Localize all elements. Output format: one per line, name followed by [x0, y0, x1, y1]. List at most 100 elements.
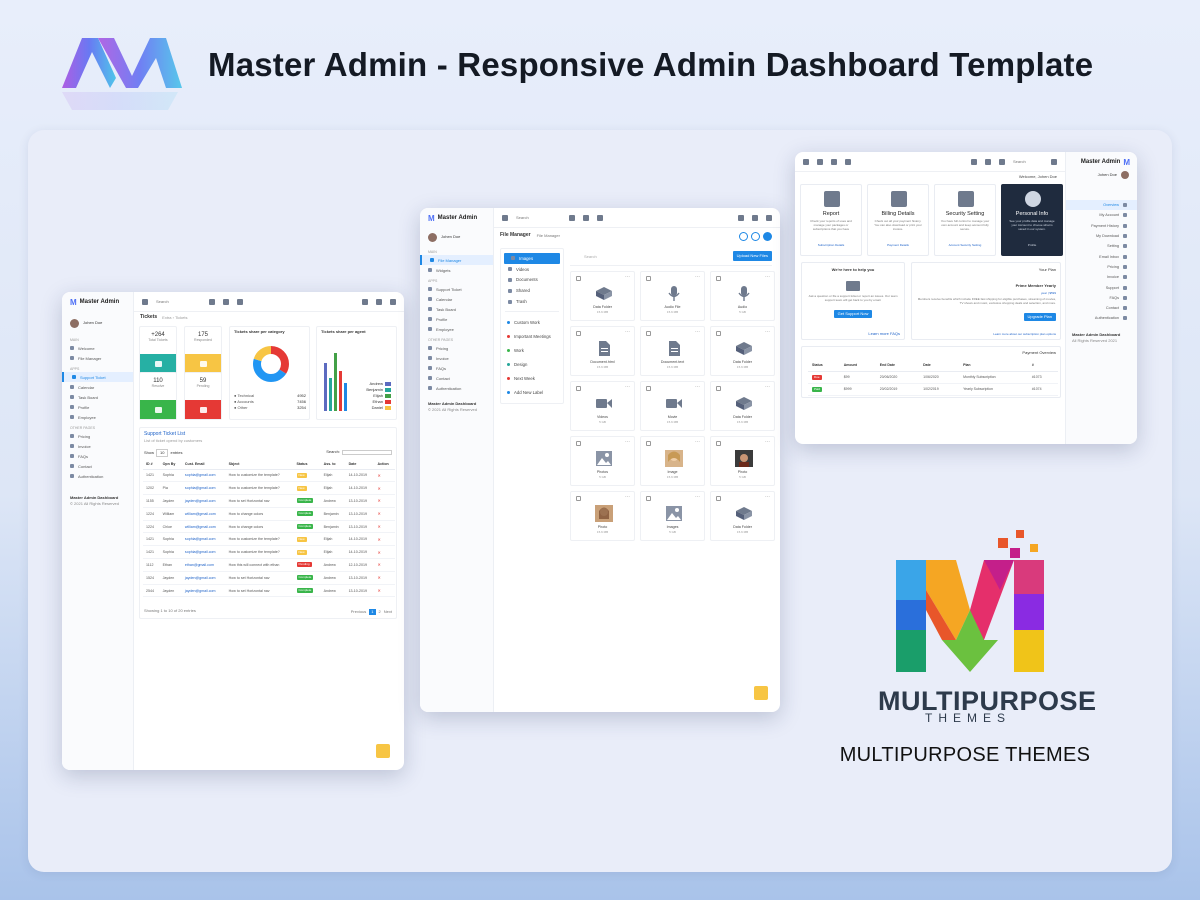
- sidebar-item-widgets[interactable]: Widgets: [420, 265, 493, 275]
- plan-options-link[interactable]: Learn more about our subscription plan o…: [993, 332, 1056, 336]
- folder-trash[interactable]: Trash: [501, 296, 563, 307]
- bell-icon[interactable]: [831, 158, 837, 165]
- sidebar-item-email-inbox[interactable]: Email Inbox: [1066, 251, 1137, 261]
- sidebar-item-invoice[interactable]: Invoice: [62, 441, 133, 451]
- file-checkbox[interactable]: [646, 276, 651, 281]
- more-options-icon[interactable]: ⋯: [765, 384, 770, 390]
- search-input[interactable]: Search: [156, 299, 169, 304]
- search-icon[interactable]: [569, 214, 575, 221]
- table-search-input[interactable]: [342, 449, 392, 455]
- more-options-icon[interactable]: ⋯: [765, 274, 770, 280]
- file-checkbox[interactable]: [576, 331, 581, 336]
- calendar-icon[interactable]: [223, 298, 229, 305]
- pagination-1[interactable]: 1: [369, 609, 376, 615]
- avatar[interactable]: [428, 232, 437, 242]
- breadcrumb[interactable]: Extra › Tickets: [162, 314, 188, 320]
- pagination-previous[interactable]: Previous: [350, 609, 367, 614]
- sidebar-item-setting[interactable]: Setting: [1066, 241, 1137, 251]
- more-options-icon[interactable]: ⋯: [765, 439, 770, 445]
- sidebar-item-overview[interactable]: Overview: [1066, 200, 1137, 211]
- sidebar-item-employee[interactable]: Employee: [62, 412, 133, 422]
- sidebar-item-welcome[interactable]: Welcome: [62, 343, 133, 353]
- sidebar-item-my-download[interactable]: My Download: [1066, 231, 1137, 241]
- more-options-icon[interactable]: ⋯: [695, 439, 700, 445]
- sidebar-item-pricing[interactable]: Pricing: [1066, 262, 1137, 272]
- upload-button[interactable]: Upload New Files: [732, 251, 772, 261]
- sidebar-item-my-account[interactable]: My Account: [1066, 210, 1137, 220]
- user-name[interactable]: Johen Doe: [83, 320, 103, 325]
- search-input[interactable]: Search: [516, 215, 529, 220]
- delete-icon[interactable]: ✕: [377, 575, 381, 581]
- file-checkbox[interactable]: [646, 496, 651, 501]
- more-options-icon[interactable]: ⋯: [695, 494, 700, 500]
- file-checkbox[interactable]: [576, 386, 581, 391]
- label-important-meetings[interactable]: Important Meetings: [501, 330, 563, 344]
- faqs-link[interactable]: Learn more FAQs: [868, 331, 900, 336]
- fullscreen-icon[interactable]: [845, 158, 851, 165]
- more-options-icon[interactable]: ⋯: [765, 329, 770, 335]
- mail-icon[interactable]: [597, 214, 603, 221]
- sidebar-item-support-ticket[interactable]: Support Ticket: [420, 284, 493, 294]
- sidebar-item-contact[interactable]: Contact: [62, 461, 133, 471]
- avatar[interactable]: [70, 318, 79, 328]
- sidebar-item-employee[interactable]: Employee: [420, 324, 493, 334]
- more-options-icon[interactable]: ⋯: [765, 494, 770, 500]
- sidebar-item-task-board[interactable]: Task Board: [62, 392, 133, 402]
- card-link[interactable]: Account Security Setting: [948, 243, 982, 247]
- settings-circle-icon[interactable]: [763, 232, 772, 241]
- list-circle-icon[interactable]: [751, 232, 760, 241]
- delete-icon[interactable]: ✕: [377, 536, 381, 542]
- more-options-icon[interactable]: ⋯: [695, 384, 700, 390]
- sidebar-item-faqs[interactable]: FAQs: [62, 451, 133, 461]
- user-name[interactable]: Johen Doe: [1097, 172, 1117, 177]
- more-options-icon[interactable]: ⋯: [695, 274, 700, 280]
- bell-icon[interactable]: [752, 214, 758, 221]
- file-checkbox[interactable]: [716, 441, 721, 446]
- sidebar-item-contact[interactable]: Contact: [420, 373, 493, 383]
- more-options-icon[interactable]: ⋯: [625, 439, 630, 445]
- menu-icon[interactable]: [1051, 158, 1057, 165]
- sidebar-item-calendar[interactable]: Calendar: [62, 382, 133, 392]
- sidebar-item-profile[interactable]: Profile: [62, 402, 133, 412]
- file-checkbox[interactable]: [576, 276, 581, 281]
- card-link[interactable]: Subscription Details: [817, 243, 845, 247]
- sidebar-item-authentication[interactable]: Authentication: [62, 471, 133, 481]
- delete-icon[interactable]: ✕: [377, 485, 381, 491]
- label-next-week[interactable]: Next Week: [501, 372, 563, 386]
- delete-icon[interactable]: ✕: [377, 524, 381, 530]
- user-icon[interactable]: [817, 158, 823, 165]
- delete-icon[interactable]: ✕: [377, 562, 381, 568]
- sidebar-item-file-manager[interactable]: File Manager: [62, 353, 133, 363]
- delete-icon[interactable]: ✕: [377, 472, 381, 478]
- sidebar-item-authentication[interactable]: Authentication: [1066, 313, 1137, 323]
- label-design[interactable]: Design: [501, 358, 563, 372]
- sidebar-item-profile[interactable]: Profile: [420, 314, 493, 324]
- search-input[interactable]: Search: [1013, 159, 1026, 164]
- mail-icon[interactable]: [971, 158, 977, 165]
- entries-select[interactable]: 10: [156, 449, 169, 457]
- chat-fab[interactable]: [754, 686, 768, 700]
- delete-icon[interactable]: ✕: [377, 511, 381, 517]
- label-add-new-label[interactable]: Add New Label: [501, 386, 563, 400]
- file-checkbox[interactable]: [576, 441, 581, 446]
- delete-icon[interactable]: ✕: [377, 549, 381, 555]
